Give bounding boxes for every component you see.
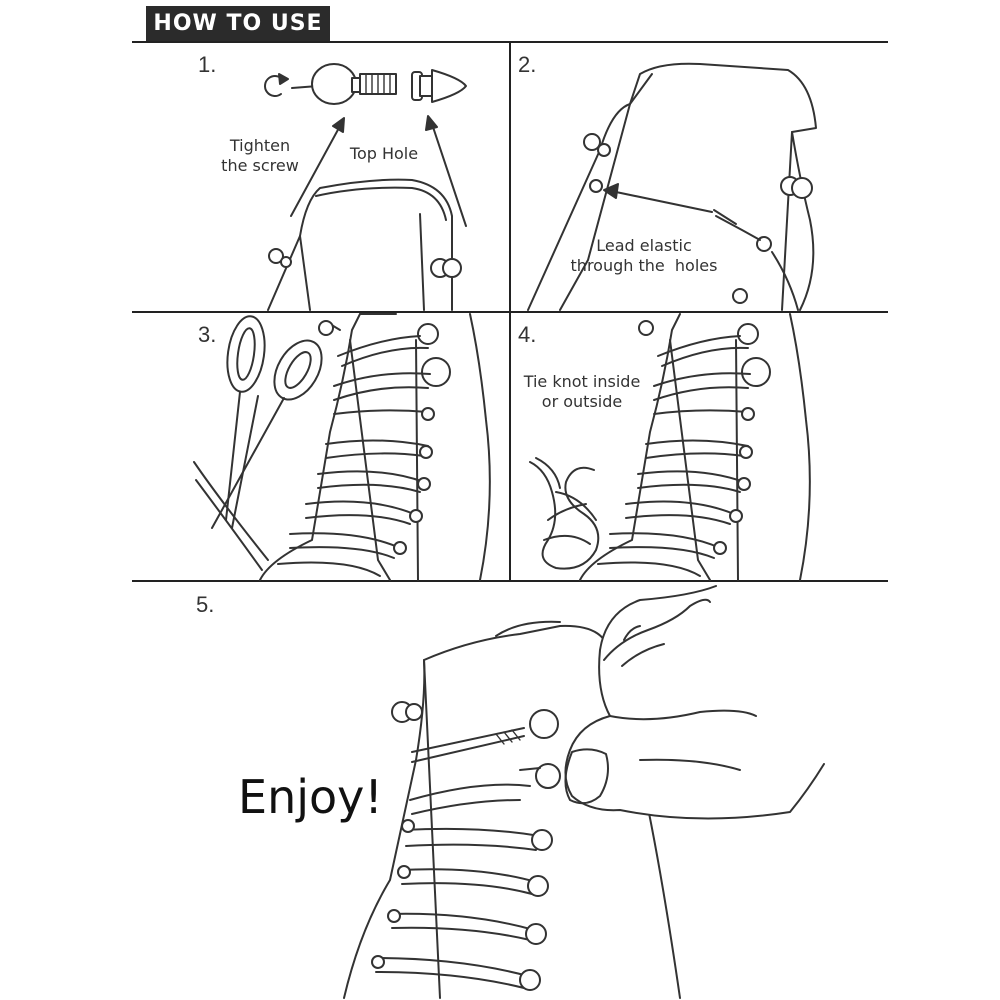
screw-lock-icon (291, 63, 467, 105)
boot-icon-step3 (193, 313, 491, 581)
step1-arrows (290, 115, 467, 227)
tighten-screw-label: Tighten the screw (221, 136, 299, 175)
tie-knot-label: Tie knot inside or outside (523, 372, 641, 411)
step-2-number: 2. (518, 52, 537, 77)
rotate-arrow-icon (264, 73, 289, 97)
boot-icon-step2 (527, 62, 817, 311)
step-3-number: 3. (198, 322, 217, 347)
step-5-number: 5. (196, 592, 215, 617)
top-hole-label: Top Hole (349, 144, 419, 163)
boot-icon-step4 (579, 313, 811, 581)
scissors-icon (211, 315, 323, 529)
vertical-divider (509, 43, 511, 580)
boot-icon-step5 (343, 620, 681, 999)
enjoy-label: Enjoy! (238, 770, 383, 824)
lead-elastic-label: Lead elastic through the holes (570, 236, 718, 275)
hand-icon (519, 585, 825, 820)
knot-icon (529, 457, 600, 570)
row2-rule (132, 580, 888, 582)
how-to-use-title: HOW TO USE (146, 6, 330, 42)
step-1-number: 1. (198, 52, 217, 77)
step2-arrow (603, 183, 713, 213)
boot-icon-step1 (267, 178, 462, 311)
step-4-number: 4. (518, 322, 537, 347)
top-rule (132, 41, 888, 43)
